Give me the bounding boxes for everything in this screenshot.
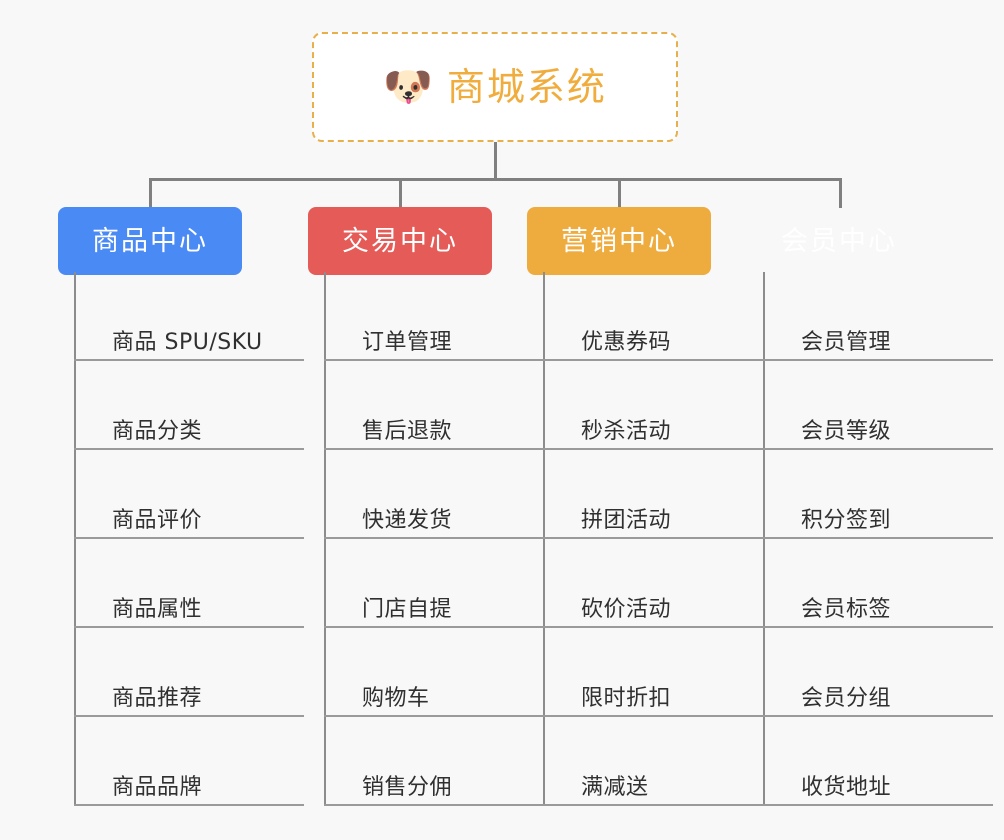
leaf-item-underline (324, 626, 554, 628)
leaf-item-label: 满减送 (581, 774, 649, 800)
leaf-item-label: 商品品牌 (112, 774, 203, 800)
category-box-3[interactable]: 营销中心 (527, 207, 711, 275)
leaf-item-underline (74, 626, 304, 628)
leaf-item-label: 销售分佣 (362, 774, 453, 800)
leaf-item-underline (324, 715, 554, 717)
leaf-item-underline (543, 715, 773, 717)
leaf-item[interactable]: 会员等级 (763, 361, 993, 450)
leaf-item[interactable]: 快递发货 (324, 450, 554, 539)
leaf-item-underline (324, 359, 554, 361)
category-box-2[interactable]: 交易中心 (308, 207, 492, 275)
leaf-item-label: 商品属性 (112, 596, 203, 622)
leaf-column-4: 会员管理会员等级积分签到会员标签会员分组收货地址 (763, 272, 993, 806)
connector-horizontal-bus (149, 178, 842, 181)
leaf-trunk-line (763, 272, 765, 806)
leaf-item[interactable]: 砍价活动 (543, 539, 773, 628)
connector-drop-1 (149, 178, 152, 208)
leaf-item-label: 会员等级 (801, 418, 892, 444)
leaf-item-label: 快递发货 (362, 507, 453, 533)
leaf-item-label: 商品分类 (112, 418, 203, 444)
leaf-item-underline (763, 626, 993, 628)
leaf-item[interactable]: 优惠券码 (543, 272, 773, 361)
leaf-item-underline (543, 626, 773, 628)
leaf-item-label: 会员管理 (801, 329, 892, 355)
leaf-item-underline (763, 537, 993, 539)
leaf-item-label: 砍价活动 (581, 596, 672, 622)
leaf-item-label: 商品评价 (112, 507, 203, 533)
leaf-column-2: 订单管理售后退款快递发货门店自提购物车销售分佣 (324, 272, 554, 806)
leaf-item-label: 收货地址 (801, 774, 892, 800)
leaf-item-underline (324, 804, 554, 806)
leaf-item[interactable]: 会员分组 (763, 628, 993, 717)
category-box-4[interactable]: 会员中心 (747, 207, 931, 275)
leaf-item[interactable]: 限时折扣 (543, 628, 773, 717)
leaf-item-label: 门店自提 (362, 596, 453, 622)
leaf-item-underline (324, 537, 554, 539)
leaf-item-label: 会员分组 (801, 685, 892, 711)
category-label-2: 交易中心 (342, 225, 458, 257)
leaf-item[interactable]: 商品分类 (74, 361, 304, 450)
leaf-item-label: 积分签到 (801, 507, 892, 533)
leaf-item-underline (74, 804, 304, 806)
leaf-item[interactable]: 商品推荐 (74, 628, 304, 717)
leaf-item-underline (763, 715, 993, 717)
leaf-item[interactable]: 购物车 (324, 628, 554, 717)
leaf-item[interactable]: 商品品牌 (74, 717, 304, 806)
leaf-item-underline (763, 448, 993, 450)
leaf-item-underline (543, 359, 773, 361)
leaf-item-underline (763, 804, 993, 806)
leaf-trunk-line (74, 272, 76, 806)
leaf-trunk-line (324, 272, 326, 806)
leaf-item[interactable]: 积分签到 (763, 450, 993, 539)
leaf-item[interactable]: 商品评价 (74, 450, 304, 539)
leaf-item[interactable]: 秒杀活动 (543, 361, 773, 450)
category-label-3: 营销中心 (561, 225, 677, 257)
root-node[interactable]: 🐶 商城系统 (312, 32, 678, 142)
leaf-item-underline (324, 448, 554, 450)
leaf-column-3: 优惠券码秒杀活动拼团活动砍价活动限时折扣满减送 (543, 272, 773, 806)
leaf-item-underline (543, 804, 773, 806)
connector-drop-2 (399, 178, 402, 208)
leaf-item-underline (74, 537, 304, 539)
leaf-item[interactable]: 会员标签 (763, 539, 993, 628)
leaf-item[interactable]: 售后退款 (324, 361, 554, 450)
leaf-item-label: 拼团活动 (581, 507, 672, 533)
leaf-item[interactable]: 收货地址 (763, 717, 993, 806)
connector-root-stem (494, 142, 497, 180)
leaf-item-label: 售后退款 (362, 418, 453, 444)
connector-drop-3 (618, 178, 621, 208)
connector-drop-4 (839, 178, 842, 208)
category-label-1: 商品中心 (92, 225, 208, 257)
leaf-item[interactable]: 满减送 (543, 717, 773, 806)
shiba-dog-face-icon: 🐶 (383, 64, 433, 110)
leaf-item-underline (543, 537, 773, 539)
leaf-item-label: 购物车 (362, 685, 430, 711)
leaf-item[interactable]: 会员管理 (763, 272, 993, 361)
leaf-item[interactable]: 拼团活动 (543, 450, 773, 539)
leaf-item-label: 优惠券码 (581, 329, 672, 355)
leaf-item-label: 会员标签 (801, 596, 892, 622)
root-node-label: 商城系统 (446, 65, 607, 109)
leaf-item-underline (74, 715, 304, 717)
leaf-item[interactable]: 商品 SPU/SKU (74, 272, 304, 361)
leaf-item[interactable]: 门店自提 (324, 539, 554, 628)
leaf-item-underline (74, 448, 304, 450)
leaf-item[interactable]: 销售分佣 (324, 717, 554, 806)
leaf-item-underline (74, 359, 304, 361)
leaf-item-label: 订单管理 (362, 329, 453, 355)
leaf-item-label: 限时折扣 (581, 685, 672, 711)
category-label-4: 会员中心 (781, 225, 897, 257)
leaf-trunk-line (543, 272, 545, 806)
leaf-item-underline (543, 448, 773, 450)
leaf-column-1: 商品 SPU/SKU 商品分类商品评价商品属性商品推荐商品品牌 (74, 272, 304, 806)
leaf-item-underline (763, 359, 993, 361)
category-box-1[interactable]: 商品中心 (58, 207, 242, 275)
leaf-item-label: 商品推荐 (112, 685, 203, 711)
leaf-item[interactable]: 订单管理 (324, 272, 554, 361)
leaf-item-label: 商品 SPU/SKU (112, 329, 263, 355)
leaf-item[interactable]: 商品属性 (74, 539, 304, 628)
leaf-item-label: 秒杀活动 (581, 418, 672, 444)
